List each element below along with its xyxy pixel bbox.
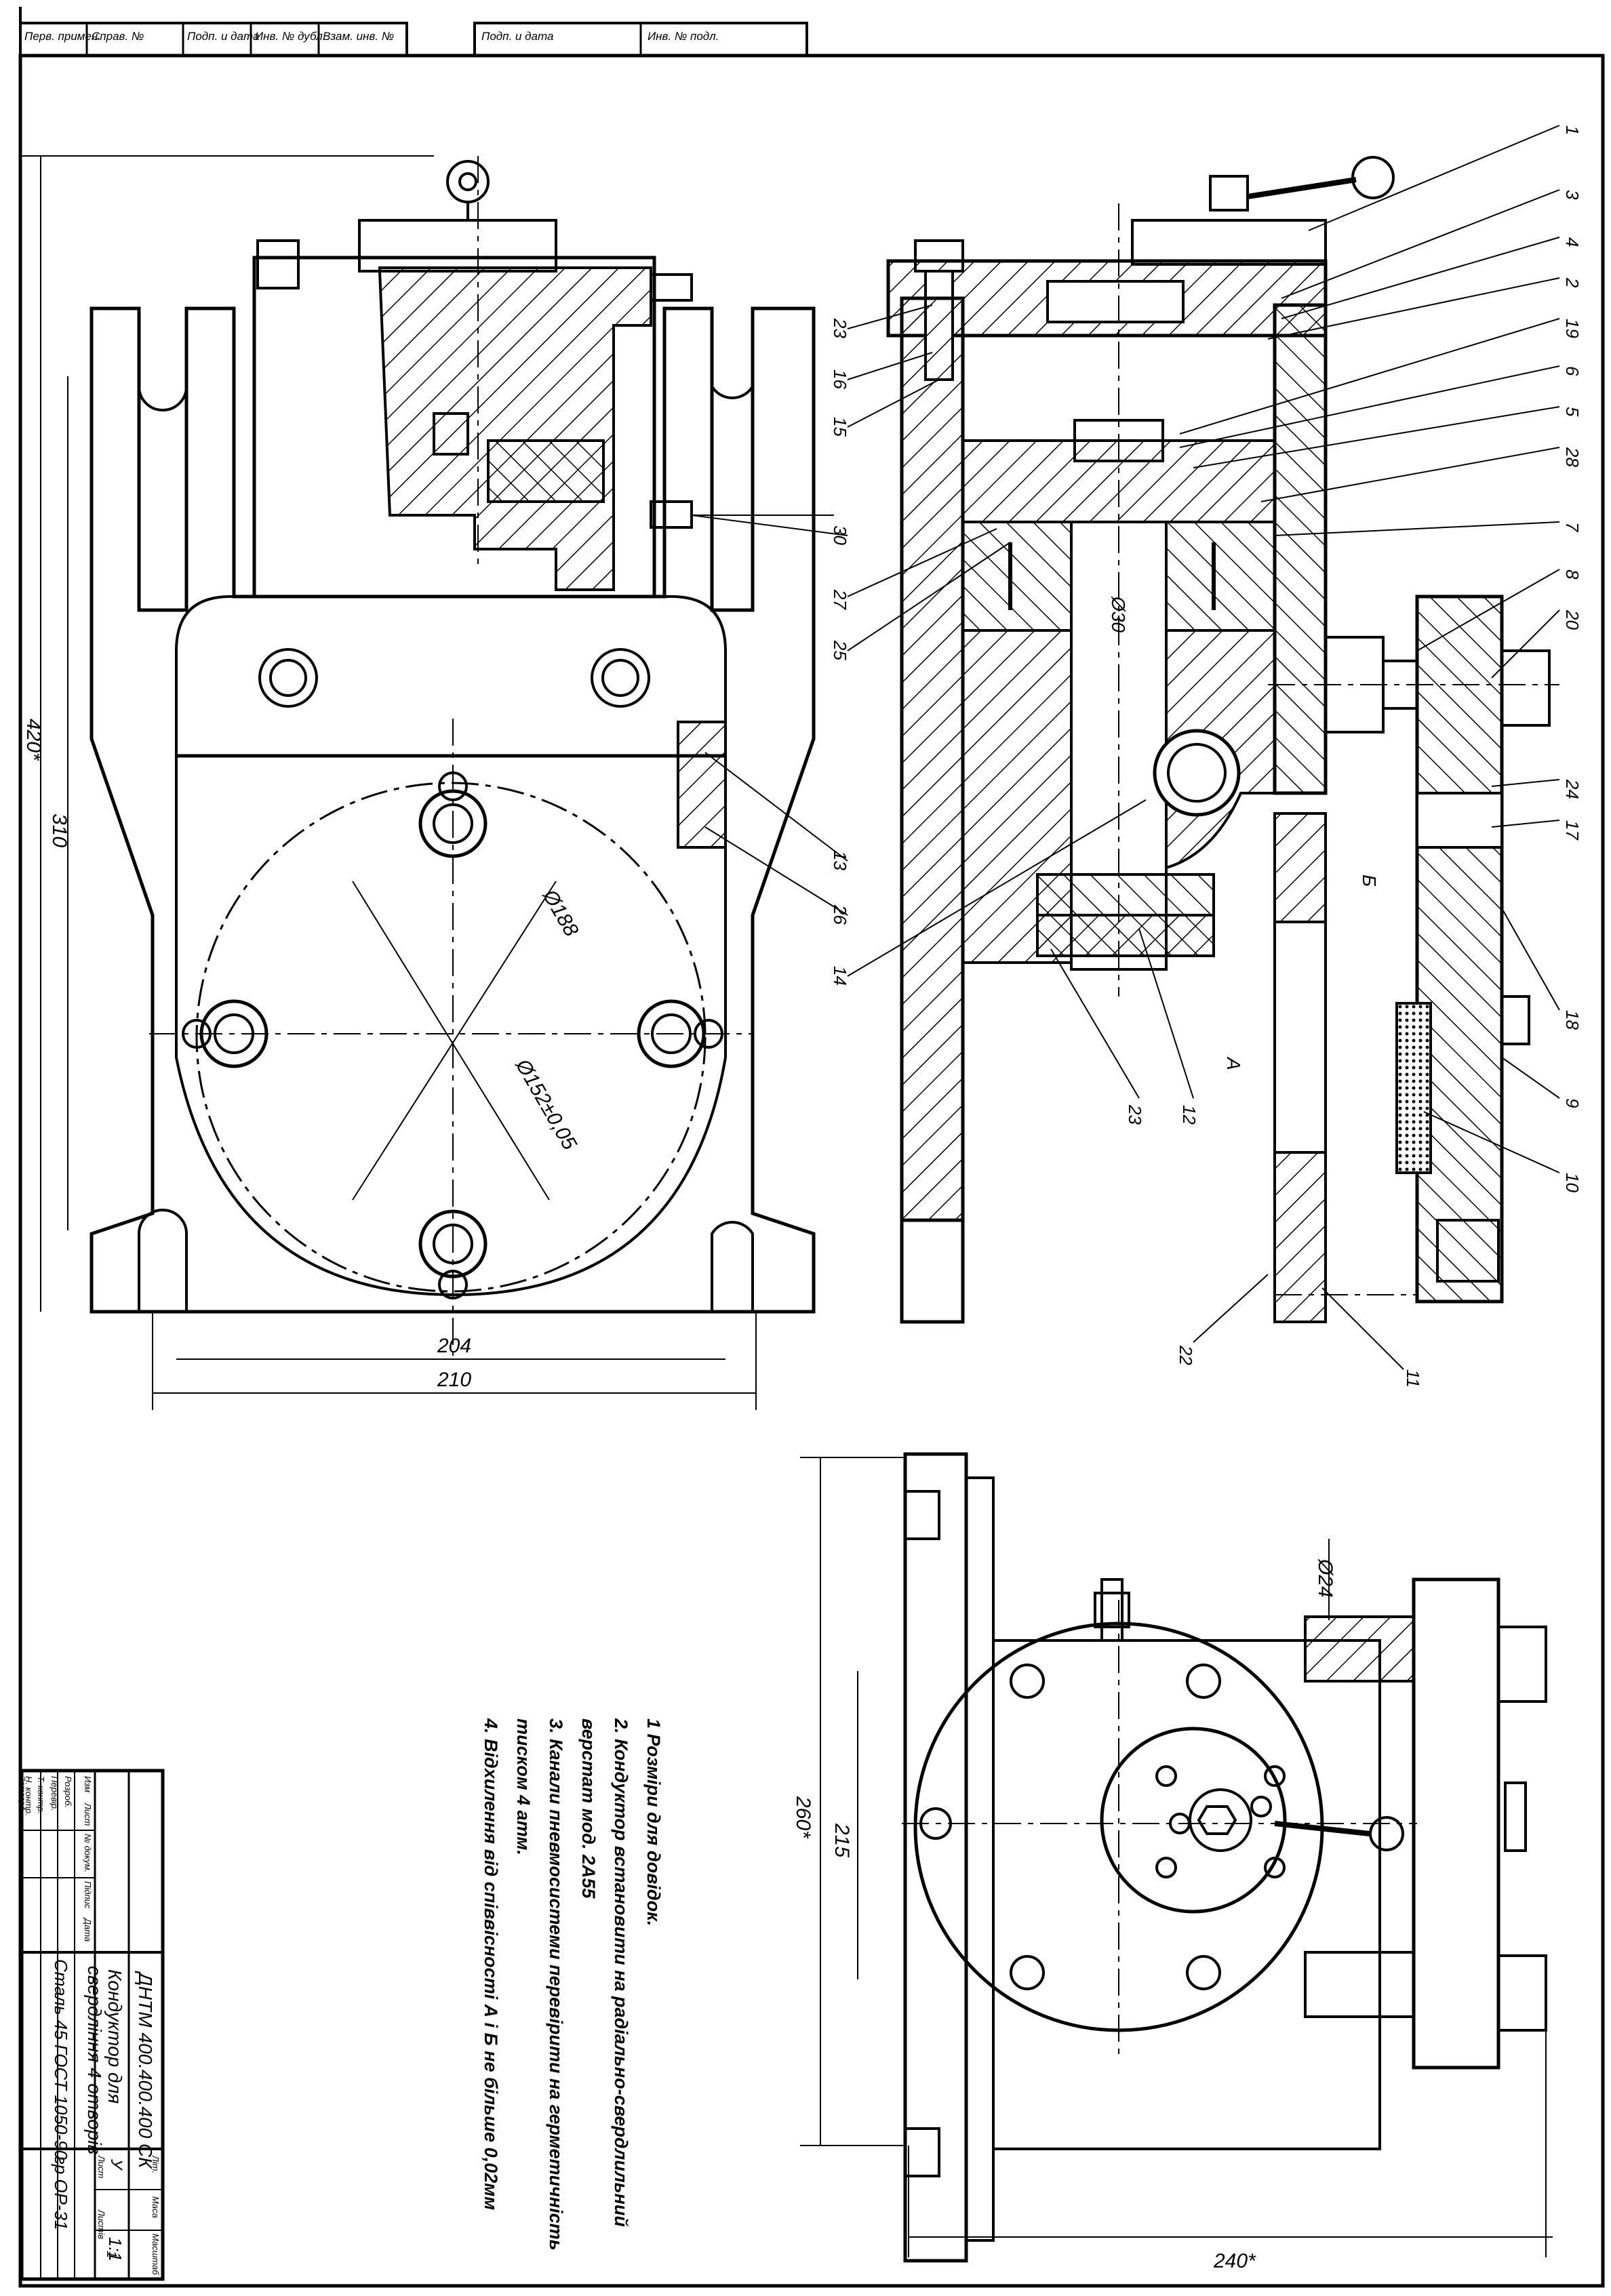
leader-number: 13 <box>830 851 850 870</box>
leader-number: 18 <box>1562 1010 1583 1030</box>
leader-number: 4 <box>1562 237 1583 247</box>
header-izm: Изм <box>83 1776 93 1793</box>
note-1: 1 Розміри для довідок. <box>643 1718 664 1927</box>
leader-number: 7 <box>1562 522 1583 533</box>
leader-number: 22 <box>1176 1345 1196 1365</box>
dim-d30: Ø30 <box>1108 596 1129 632</box>
header-date: Дата <box>83 1918 93 1942</box>
frame-cell-6: Подп. и дата <box>481 30 554 43</box>
leader-number: 23 <box>1125 1104 1145 1125</box>
section-dimension-labels: Ø30 А Б <box>1108 596 1380 1070</box>
header-list: Лист <box>83 1803 93 1826</box>
leader-number: 12 <box>1179 1105 1199 1125</box>
note-3b: тиском 4 атм. <box>513 1718 534 1855</box>
col-mass: Маса <box>151 2196 161 2218</box>
plan-dimension-labels: 420* 310 204 210 Ø188 Ø152±0,05 <box>22 719 582 1391</box>
title-block <box>20 1769 165 2281</box>
end-dimension-labels: 260* 215 240* Ø24 <box>792 1558 1336 2272</box>
leader-number: 27 <box>830 589 850 610</box>
leader-number: 2 <box>1562 277 1583 288</box>
leader-number: 17 <box>1562 820 1583 841</box>
drawing-frame <box>18 7 1605 2288</box>
frame-cell-1: Перв. примен. <box>24 30 101 43</box>
frame-cell-5: Взам. инв. № <box>323 30 395 43</box>
frame-cell-4: Инв. № дубл. <box>255 30 326 43</box>
leader-number: 26 <box>830 904 850 925</box>
header-doc: № докум. <box>83 1834 93 1873</box>
leader-number: 15 <box>830 417 850 437</box>
leader-number: 28 <box>1562 447 1583 467</box>
leader-numbers-right: 1 3 4 2 19 6 5 28 7 8 20 24 17 18 9 10 11 <box>1403 125 1583 1388</box>
note-2: 2. Кондуктор встановити на радіально-све… <box>611 1718 631 2227</box>
leader-number: 8 <box>1562 569 1583 580</box>
dim-210: 210 <box>437 1369 471 1391</box>
frame-cell-3: Подп. и дата <box>187 30 260 43</box>
leader-number: 25 <box>830 640 850 660</box>
dim-d24: Ø24 <box>1314 1558 1336 1598</box>
leader-number: 14 <box>830 966 850 986</box>
leader-number: 9 <box>1562 1098 1583 1108</box>
end-view <box>800 1452 1553 2263</box>
leader-number: 16 <box>830 369 850 389</box>
leader-number: 20 <box>1562 609 1583 630</box>
dim-310: 310 <box>48 813 71 847</box>
role-1: Розроб. <box>63 1776 73 1809</box>
sheet-label: Лист <box>96 2156 106 2179</box>
leader-number: 24 <box>1562 779 1583 799</box>
section-letter-b: Б <box>1359 874 1380 887</box>
dim-d152: Ø152±0,05 <box>511 1055 580 1154</box>
sheets-label: Листів <box>96 2210 106 2240</box>
note-4: 4. Відхилення від співвісності А і Б не … <box>481 1718 501 2211</box>
technical-notes: 1 Розміри для довідок. 2. Кондуктор вста… <box>475 1718 670 2251</box>
note-2b: верстат мод. 2А55 <box>578 1718 599 1899</box>
dim-204: 204 <box>437 1335 471 1357</box>
leader-number: 30 <box>830 525 850 545</box>
leader-number: 3 <box>1562 190 1583 200</box>
col-scale: Масштаб <box>151 2234 161 2275</box>
leader-number: 11 <box>1403 1369 1423 1388</box>
leader-number: 23 <box>830 318 850 338</box>
leader-number: 1 <box>1562 125 1583 135</box>
letter: У <box>107 2159 125 2170</box>
role-2: Перевір. <box>49 1776 60 1811</box>
leader-number: 19 <box>1562 319 1583 338</box>
part-name-line2: свердління 4 отворів <box>84 1966 105 2155</box>
role-3: Т. контр. <box>36 1776 46 1815</box>
leader-number: 10 <box>1562 1173 1583 1192</box>
dim-260: 260* <box>792 1796 814 1839</box>
leader-number: 6 <box>1562 366 1583 376</box>
plan-view <box>20 155 834 1410</box>
section-view <box>691 125 1560 1370</box>
dim-240: 240* <box>1213 2250 1256 2272</box>
designation: ДНТМ 400.400.400 СК <box>135 1973 156 2169</box>
role-5: Затверд. <box>18 1776 27 1813</box>
dim-215: 215 <box>831 1823 853 1857</box>
part-name-line1: Кондуктор для <box>104 1969 125 2104</box>
section-letter-a: А <box>1223 1056 1244 1070</box>
header-sign: Підпис <box>83 1881 93 1909</box>
note-3: 3. Канали пневмосистеми перевірити на ге… <box>546 1718 566 2251</box>
leader-number: 5 <box>1562 407 1583 417</box>
leader-numbers-mid: 23 16 15 30 27 25 13 26 14 23 12 22 <box>830 318 1199 1365</box>
sheet-count: 1 <box>104 2251 119 2259</box>
frame-cell-7: Инв. № подл. <box>648 30 719 43</box>
frame-cell-2: Справ. № <box>92 30 144 43</box>
dim-420: 420* <box>22 719 45 761</box>
dim-d188: Ø188 <box>538 885 582 940</box>
material: Сталь 45 ГОСТ 1050-90 <box>51 1959 71 2160</box>
col-lit: Літ. <box>151 2156 161 2174</box>
group: гр ОР-31 <box>51 2156 71 2230</box>
